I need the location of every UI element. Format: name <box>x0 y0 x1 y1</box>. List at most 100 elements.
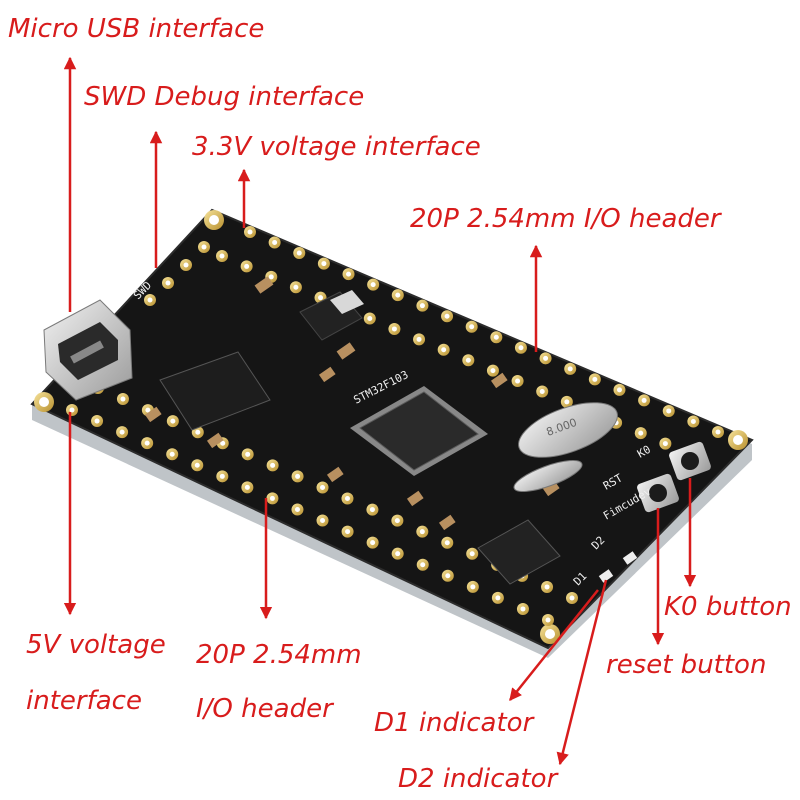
header-pin-hole <box>539 388 545 394</box>
header-pin-hole <box>144 440 150 446</box>
header-pin-hole <box>515 378 521 384</box>
header-pin-hole <box>445 573 451 579</box>
label-header-top: 20P 2.54mm I/O header <box>410 204 721 234</box>
header-pin-hole <box>518 345 524 351</box>
label-reset-button: reset button <box>606 650 767 680</box>
header-pin-hole <box>419 303 425 309</box>
header-pin-hole <box>272 240 278 246</box>
header-pin-hole <box>320 484 326 490</box>
k0-button-part: K0 <box>635 441 711 481</box>
header-pin-hole <box>520 606 526 612</box>
micro-usb-connector <box>43 299 133 401</box>
arrow-d2 <box>556 579 608 766</box>
header-pin-hole <box>247 229 253 235</box>
header-pin-hole <box>690 418 696 424</box>
header-pin-hole <box>346 271 352 277</box>
header-pin-hole <box>592 376 598 382</box>
label-3v3: 3.3V voltage interface <box>192 132 481 162</box>
label-header-bottom-line1: 20P 2.54mm <box>196 640 362 670</box>
header-pin-hole <box>369 507 375 513</box>
header-pin-hole <box>320 518 326 524</box>
flash-chip <box>477 519 561 585</box>
arrow-d1 <box>509 589 599 701</box>
header-pin-hole <box>220 440 226 446</box>
header-pin-hole <box>370 282 376 288</box>
label-k0-button: K0 button <box>664 592 792 622</box>
header-pin-hole <box>444 540 450 546</box>
header-pin-hole <box>666 408 672 414</box>
label-swd-debug: SWD Debug interface <box>84 82 365 112</box>
label-5v-line2: interface <box>26 686 142 716</box>
header-pin-hole <box>564 399 570 405</box>
header-pin-hole <box>296 250 302 256</box>
header-pin-hole <box>490 368 496 374</box>
header-pin-hole <box>616 387 622 393</box>
header-pin-hole <box>268 274 274 280</box>
header-pin-hole <box>441 347 447 353</box>
header-pin-hole <box>641 397 647 403</box>
header-pin-hole <box>345 529 351 535</box>
k0-silk-label: K0 <box>635 443 653 461</box>
header-pin-hole <box>245 451 251 457</box>
header-pin-hole <box>469 551 475 557</box>
header-pin-hole <box>295 473 301 479</box>
header-pin-hole <box>465 357 471 363</box>
header-pin-hole <box>569 595 575 601</box>
header-pin-hole <box>169 451 175 457</box>
header-pin-hole <box>470 584 476 590</box>
label-5v-line1: 5V voltage <box>26 630 166 660</box>
header-pin-hole <box>170 418 176 424</box>
header-pin-hole <box>370 540 376 546</box>
header-pin-hole <box>420 562 426 568</box>
label-micro-usb: Micro USB interface <box>8 14 265 44</box>
header-pin-hole <box>544 584 550 590</box>
smd-components <box>144 276 560 531</box>
header-pin-hole <box>270 462 276 468</box>
header-pin-hole <box>469 324 475 330</box>
top-io-header <box>244 226 724 438</box>
header-pin-hole <box>318 295 324 301</box>
header-pin-hole <box>638 430 644 436</box>
header-pin-hole <box>244 484 250 490</box>
header-pin-hole <box>662 441 668 447</box>
header-pin-hole <box>444 313 450 319</box>
crystal: 8.000 <box>513 402 618 492</box>
header-pin-hole <box>495 595 501 601</box>
label-header-bottom-line2: I/O header <box>196 694 333 724</box>
mounting-holes <box>34 210 748 644</box>
header-pin-hole <box>94 418 100 424</box>
header-pin-hole <box>119 429 125 435</box>
callout-arrows <box>63 56 697 766</box>
usb-uart-chip <box>159 351 271 431</box>
header-pin-hole <box>391 326 397 332</box>
header-pin-hole <box>344 496 350 502</box>
header-pin-hole <box>394 518 400 524</box>
bottom-io-header <box>66 404 554 626</box>
header-pin-hole <box>543 355 549 361</box>
header-pin-hole <box>545 617 551 623</box>
header-pin-hole <box>69 407 75 413</box>
header-pin-hole <box>419 529 425 535</box>
header-pin-hole <box>395 551 401 557</box>
header-pin-hole <box>416 336 422 342</box>
header-pin-hole <box>219 253 225 259</box>
header-pin-hole <box>120 396 126 402</box>
header-pin-hole <box>567 366 573 372</box>
header-pin-hole <box>367 316 373 322</box>
header-pin-hole <box>321 261 327 267</box>
header-pin-hole <box>395 292 401 298</box>
voltage-regulator <box>299 290 364 341</box>
header-pin-hole <box>219 473 225 479</box>
header-pin-hole <box>493 334 499 340</box>
label-d1-indicator: D1 indicator <box>374 708 534 738</box>
header-pin-hole <box>145 407 151 413</box>
header-pin-hole <box>195 429 201 435</box>
header-pin-hole <box>194 462 200 468</box>
header-pin-hole <box>715 429 721 435</box>
header-pin-hole <box>293 284 299 290</box>
label-d2-indicator: D2 indicator <box>398 764 558 794</box>
header-pin-hole <box>269 495 275 501</box>
header-pin-hole <box>294 506 300 512</box>
header-pin-hole <box>244 263 250 269</box>
